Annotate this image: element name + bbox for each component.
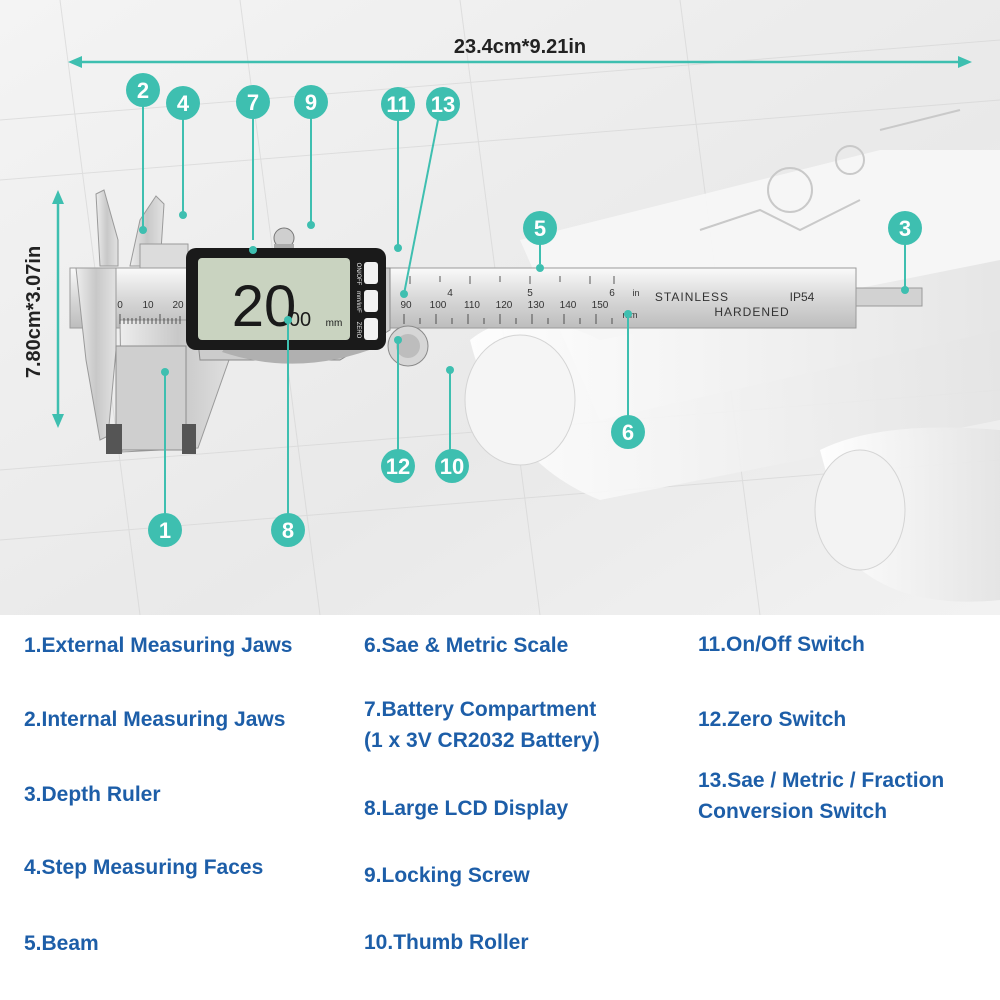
scale-label-110: 110 (464, 300, 480, 311)
beam-text-hardened: HARDENED (714, 305, 789, 319)
legend-item-6: 6.Sae & Metric Scale (364, 634, 569, 657)
legend-item-10: 10.Thumb Roller (364, 931, 529, 954)
svg-text:9: 9 (305, 90, 317, 115)
mode-button[interactable] (364, 290, 378, 312)
callouts: 1 2 3 4 5 6 7 8 9 10 11 12 13 (126, 73, 922, 547)
legend-item-3: 3.Depth Ruler (24, 783, 161, 806)
callout-4: 4 (166, 86, 200, 120)
inch-label-4: 4 (447, 288, 453, 299)
callout-10: 10 (435, 449, 469, 483)
callout-5: 5 (523, 211, 557, 245)
callout-leaders (142, 106, 906, 514)
lcd-display (198, 258, 350, 340)
scale-label-130: 130 (528, 300, 545, 311)
legend-item-9: 9.Locking Screw (364, 864, 530, 887)
width-dimension: 23.4cm*9.21in (68, 36, 972, 68)
svg-text:12: 12 (386, 454, 410, 479)
unit-in-label: in (632, 288, 639, 298)
callout-13: 13 (426, 87, 460, 121)
height-dimension: 7.80cm*3.07in (23, 190, 64, 428)
callout-8: 8 (271, 513, 305, 547)
legend-item-5: 5.Beam (24, 932, 99, 955)
callout-6: 6 (611, 415, 645, 449)
internal-jaw-fixed (95, 189, 119, 267)
on-off-label: ON/OFF (355, 263, 361, 286)
legend-item-11: 11.On/Off Switch (698, 633, 865, 656)
callout-1: 1 (148, 513, 182, 547)
legend-item-12: 12.Zero Switch (698, 708, 847, 731)
callout-7: 7 (236, 85, 270, 119)
svg-text:4: 4 (177, 91, 190, 116)
callout-12: 12 (381, 449, 415, 483)
width-label: 23.4cm*9.21in (454, 36, 586, 58)
callout-dots (139, 211, 909, 376)
caliper-diagram: 23.4cm*9.21in 7.80cm*3.07in (0, 0, 1000, 615)
svg-text:2: 2 (137, 78, 149, 103)
callout-9: 9 (294, 85, 328, 119)
beam-text-rating: IP54 (790, 290, 815, 304)
inch-scale (409, 276, 615, 284)
legend-item-2: 2.Internal Measuring Jaws (24, 708, 286, 731)
depth-ruler (855, 287, 923, 307)
height-label: 7.80cm*3.07in (23, 246, 45, 378)
legend-item-1: 1.External Measuring Jaws (24, 634, 293, 657)
scale-label-10: 10 (142, 300, 154, 311)
zero-button[interactable] (364, 318, 378, 340)
scale-label-90: 90 (400, 300, 412, 311)
scale-label-100: 100 (430, 300, 447, 311)
inch-label-5: 5 (527, 288, 533, 299)
lcd-unit: mm (326, 318, 343, 329)
legend-item-13: 13.Sae / Metric / Fraction Conversion Sw… (698, 769, 945, 823)
scale-label-150: 150 (592, 300, 609, 311)
svg-text:8: 8 (282, 518, 294, 543)
legend-item-4: 4.Step Measuring Faces (24, 856, 264, 879)
zero-label: ZERO (355, 322, 361, 339)
scale-label-0: 0 (117, 300, 123, 311)
parts-legend: 1.External Measuring Jaws 2.Internal Mea… (0, 615, 1000, 1000)
svg-text:1: 1 (159, 518, 171, 543)
metric-scale (119, 314, 613, 324)
svg-text:11: 11 (386, 92, 409, 117)
callout-11: 11 (381, 87, 415, 121)
callout-2: 2 (126, 73, 160, 107)
callout-3: 3 (888, 211, 922, 245)
mode-label: mm/in/F (355, 291, 361, 313)
svg-text:5: 5 (534, 216, 546, 241)
svg-text:6: 6 (622, 420, 634, 445)
svg-text:13: 13 (431, 92, 455, 117)
legend-item-7: 7.Battery Compartment (1 x 3V CR2032 Bat… (364, 698, 600, 752)
scale-label-140: 140 (560, 300, 577, 311)
svg-text:10: 10 (440, 454, 464, 479)
svg-text:7: 7 (247, 90, 259, 115)
lcd-reading-main: 20 (232, 274, 297, 339)
svg-text:3: 3 (899, 216, 911, 241)
lcd-reading-decimal: 00 (289, 309, 311, 331)
on-off-button[interactable] (364, 262, 378, 284)
beam-text-stainless: STAINLESS (655, 290, 729, 304)
scale-label-20: 20 (172, 300, 184, 311)
scale-label-120: 120 (496, 300, 513, 311)
inch-label-6: 6 (609, 288, 615, 299)
legend-item-8: 8.Large LCD Display (364, 797, 569, 820)
